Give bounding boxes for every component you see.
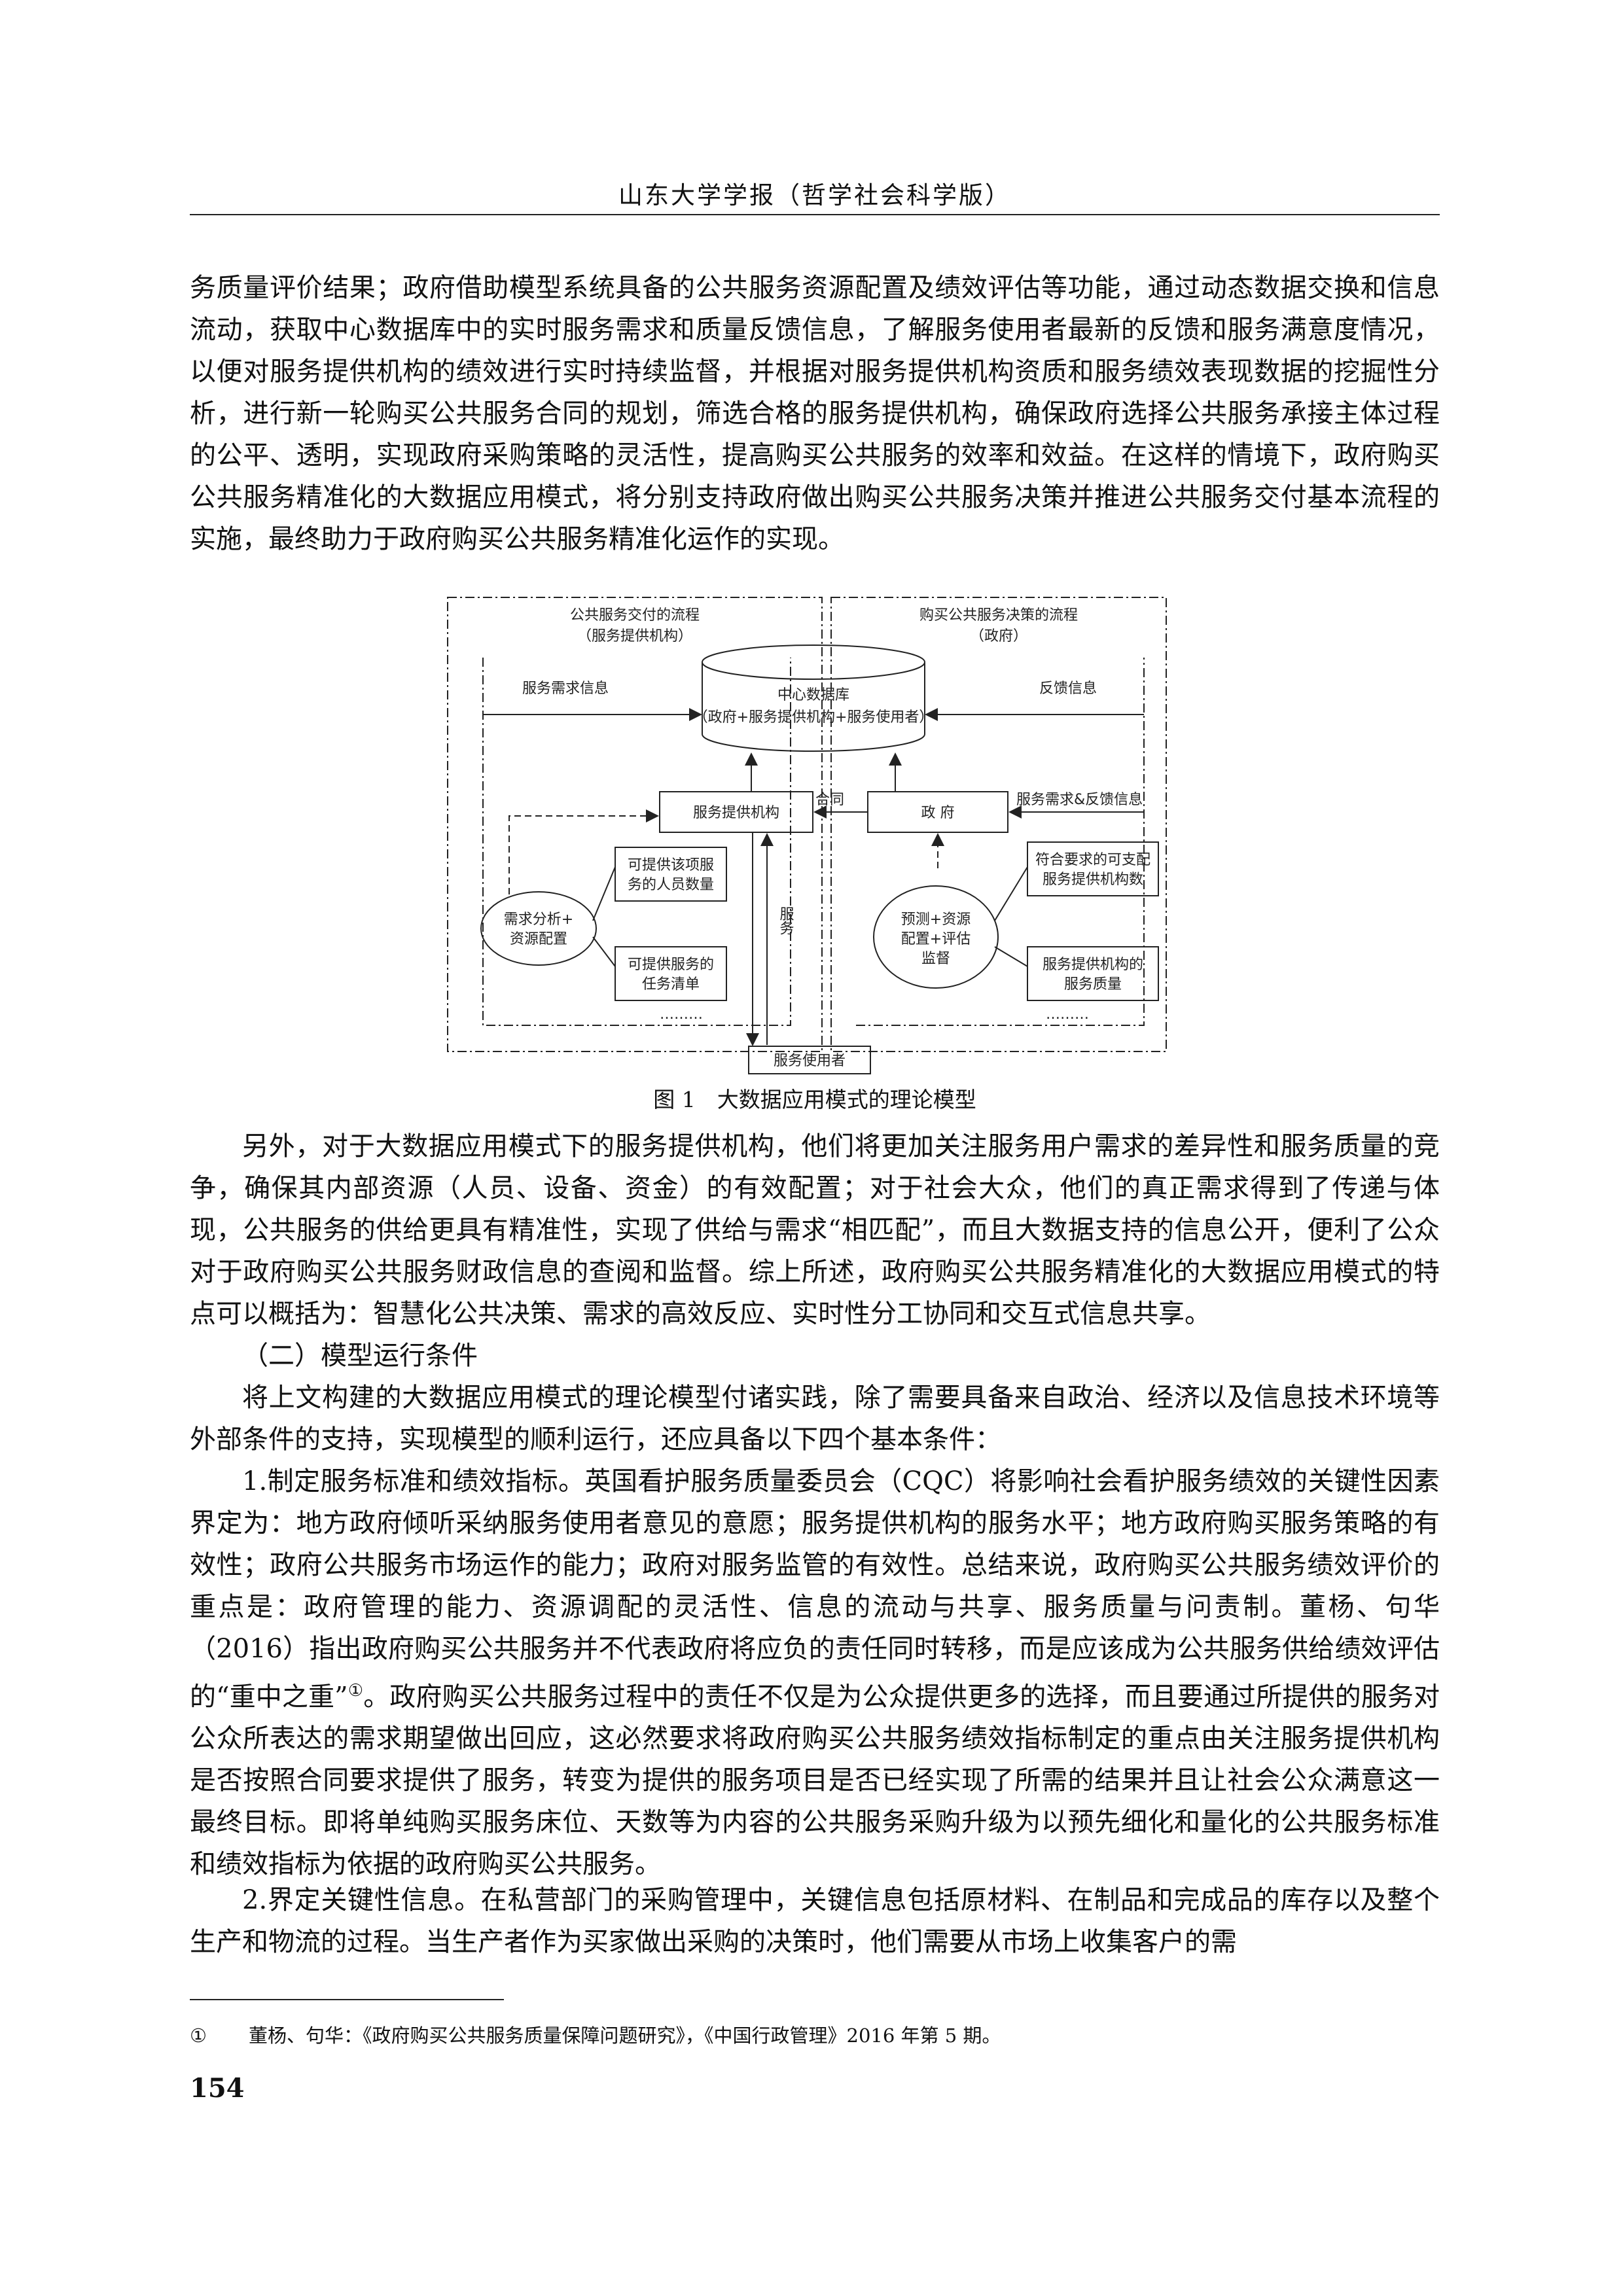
service-vertical-label: 服务 (777, 906, 794, 935)
right-region-title: 购买公共服务决策的流程 (919, 607, 1078, 624)
left-box-1-line-2: 务的人员数量 (628, 877, 714, 893)
paragraph-2: 另外，对于大数据应用模式下的服务提供机构，他们将更加关注服务用户需求的差异性和服… (190, 1131, 1440, 1329)
right-circle-line-1: 预测+资源 (901, 911, 971, 928)
header-rule (190, 214, 1440, 215)
user-box (748, 1046, 871, 1074)
right-box-2-line-1: 服务提供机构的 (1043, 957, 1143, 973)
user-box-label: 服务使用者 (774, 1053, 846, 1069)
footnote-text: 董杨、句华：《政府购买公共服务质量保障问题研究》，《中国行政管理》2016 年第… (249, 2024, 1001, 2047)
label-demand-info: 服务需求信息 (522, 680, 609, 697)
provider-box-label: 服务提供机构 (693, 805, 779, 821)
right-region-border (830, 597, 1167, 1052)
database-subtitle: （政府+服务提供机构+服务使用者） (694, 709, 934, 726)
left-circle-line-2: 资源配置 (510, 931, 567, 947)
left-circle-line-1: 需求分析+ (504, 911, 573, 928)
left-box-1 (615, 847, 727, 902)
figure-caption: 图 1 大数据应用模式的理论模型 (653, 1087, 976, 1112)
right-forecast-circle (873, 885, 999, 989)
government-box-label: 政 府 (921, 805, 955, 821)
right-circle-line-2: 配置+评估 (901, 931, 971, 947)
figure-diagram: 公共服务交付的流程 （服务提供机构） 购买公共服务决策的流程 （政府） 中心数据… (447, 597, 1167, 1074)
database-top (702, 645, 925, 680)
left-region-title: 公共服务交付的流程 (570, 607, 700, 624)
footnote: ① 董杨、句华：《政府购买公共服务质量保障问题研究》，《中国行政管理》2016 年… (190, 2021, 1440, 2048)
paragraph-6: 2.界定关键性信息。在私营部门的采购管理中，关键信息包括原材料、在制品和完成品的… (190, 1885, 1440, 1957)
left-region-border (447, 597, 823, 1052)
figure-1: 公共服务交付的流程 （服务提供机构） 购买公共服务决策的流程 （政府） 中心数据… (444, 593, 1179, 1076)
paragraph-5-part-2: 。政府购买公共服务过程中的责任不仅是为公众提供更多的选择，而且要通过所提供的服务… (190, 1682, 1440, 1880)
footnote-mark: ① (190, 2024, 207, 2047)
section-heading: （二）模型运行条件 (242, 1341, 478, 1371)
right-ellipsis: ……… (1046, 1006, 1089, 1023)
label-feedback-info: 反馈信息 (1039, 680, 1097, 697)
footnote-rule (190, 1999, 504, 2000)
left-region-subtitle: （服务提供机构） (577, 628, 692, 645)
left-analysis-circle (480, 891, 597, 966)
right-circle-line-3: 监督 (921, 951, 950, 967)
database-title: 中心数据库 (777, 687, 849, 703)
page-number: 154 (190, 2073, 245, 2104)
left-ellipsis: ……… (660, 1006, 703, 1023)
label-demand-feedback: 服务需求&反馈信息 (1016, 792, 1143, 808)
left-box-1-line-1: 可提供该项服 (628, 857, 714, 874)
right-box-1 (1027, 841, 1159, 896)
right-box-2-line-2: 服务质量 (1064, 976, 1122, 993)
journal-header: 山东大学学报（哲学社会科学版） (618, 181, 1011, 209)
left-box-2 (615, 946, 727, 1001)
left-box-2-line-1: 可提供服务的 (628, 957, 714, 973)
database-body (702, 662, 925, 752)
paragraph-5: 1.制定服务标准和绩效指标。英国看护服务质量委员会（CQC）将影响社会看护服务绩… (190, 1460, 1440, 1885)
right-region-subtitle: （政府） (970, 628, 1027, 645)
footnote-ref[interactable]: ① (348, 1681, 364, 1701)
right-box-1-line-2: 服务提供机构数 (1043, 872, 1143, 888)
paragraph-1: 务质量评价结果；政府借助模型系统具备的公共服务资源配置及绩效评估等功能，通过动态… (190, 273, 1440, 554)
paragraph-5-part-1: 1.制定服务标准和绩效指标。英国看护服务质量委员会（CQC）将影响社会看护服务绩… (190, 1466, 1440, 1712)
left-box-2-line-2: 任务清单 (642, 976, 700, 993)
paragraph-4: 将上文构建的大数据应用模式的理论模型付诸实践，除了需要具备来自政治、经济以及信息… (190, 1383, 1440, 1455)
right-box-1-line-1: 符合要求的可支配 (1035, 852, 1150, 868)
provider-box (659, 791, 813, 833)
right-box-2 (1027, 946, 1159, 1001)
contract-label: 合同 (815, 792, 844, 808)
